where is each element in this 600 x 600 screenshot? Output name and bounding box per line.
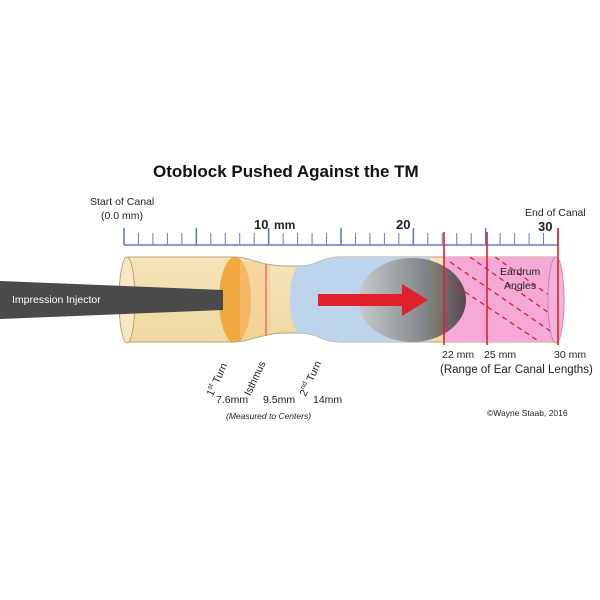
arrow-head bbox=[402, 284, 428, 316]
length-22mm: 22 mm bbox=[442, 349, 475, 361]
ear-canal bbox=[118, 228, 565, 345]
scale-mark-10: 10 bbox=[254, 217, 269, 232]
eardrum-angle-line-2 bbox=[449, 281, 541, 342]
push-arrow bbox=[318, 284, 428, 316]
length-30mm: 30 mm bbox=[554, 349, 587, 361]
length-25mm: 25 mm bbox=[484, 349, 517, 361]
impression-injector-label: Impression Injector bbox=[12, 294, 101, 306]
canal-end bbox=[547, 256, 565, 344]
mm-scale bbox=[123, 228, 559, 246]
first-turn-measure: 7.6mm bbox=[216, 394, 249, 406]
diagram-title: Otoblock Pushed Against the TM bbox=[153, 162, 419, 181]
eardrum-angle-line-1 bbox=[449, 261, 556, 336]
scale-mark-30: 30 bbox=[538, 219, 553, 234]
measured-note: (Measured to Centers) bbox=[226, 411, 312, 421]
arrow-shaft bbox=[318, 294, 404, 306]
scale-ticks bbox=[123, 228, 559, 245]
scale-mark-20: 20 bbox=[396, 217, 411, 232]
scale-mark-10-unit: mm bbox=[274, 218, 296, 232]
impression-injector bbox=[0, 281, 223, 319]
eardrum-angle-line-4 bbox=[494, 257, 556, 301]
start-of-canal-value: (0.0 mm) bbox=[101, 210, 143, 222]
isthmus-band bbox=[240, 262, 270, 338]
start-of-canal-label: Start of Canal bbox=[90, 196, 155, 208]
length-range-label: (Range of Ear Canal Lengths) bbox=[440, 364, 593, 376]
second-turn-measure: 14mm bbox=[313, 394, 343, 406]
eardrum-angles-label: Angles bbox=[504, 280, 537, 292]
copyright: ©Wayne Staab, 2016 bbox=[487, 408, 568, 418]
end-of-canal-label: End of Canal bbox=[525, 207, 586, 219]
isthmus-measure: 9.5mm bbox=[263, 394, 296, 406]
eardrum-label: Eardrum bbox=[500, 266, 541, 278]
